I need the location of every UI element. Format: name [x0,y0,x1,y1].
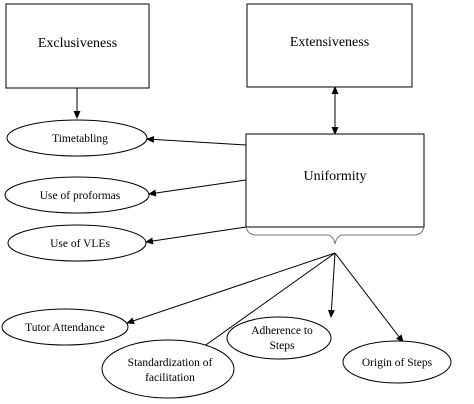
standardization-oval: Standardization of facilitation [101,339,235,399]
origin-of-steps-oval: Origin of Steps [342,340,452,384]
tutor-attendance-label: Tutor Attendance [25,322,105,334]
use-of-vles-label: Use of VLEs [50,238,110,250]
tutor-attendance-oval: Tutor Attendance [1,308,129,346]
exclusiveness-label: Exclusiveness [38,36,117,51]
standardization-label-line1: Standardization of [128,357,213,369]
extensiveness-box: Extensiveness [246,3,413,88]
uniformity-brace [245,226,425,245]
uniformity-label: Uniformity [304,169,367,184]
adherence-label-line1: Adherence to [251,325,313,337]
uniformity-to-proformas-arrow [148,179,247,197]
uniformity-to-vles-arrow [145,226,247,245]
uniformity-to-timetabling-arrow [146,135,247,146]
use-of-proformas-label: Use of proformas [40,190,121,202]
extensiveness-label: Extensiveness [290,35,369,50]
uniformity-to-origin-arrow [334,252,404,343]
origin-of-steps-label: Origin of Steps [362,357,433,369]
uniformity-to-adherence-arrow [327,252,336,318]
exclusiveness-box: Exclusiveness [5,3,150,89]
use-of-proformas-oval: Use of proformas [4,176,150,214]
uniformity-box: Uniformity [245,133,425,228]
uniformity-to-tutor-attendance-arrow [126,252,336,325]
timetabling-oval: Timetabling [6,119,148,157]
standardization-label-line2: facilitation [145,372,195,384]
uniformity-to-standardization-arrow [195,252,336,353]
timetabling-label: Timetabling [52,133,108,145]
adherence-oval: Adherence to Steps [226,316,332,360]
adherence-label-line2: Steps [270,340,295,352]
use-of-vles-oval: Use of VLEs [7,224,147,262]
